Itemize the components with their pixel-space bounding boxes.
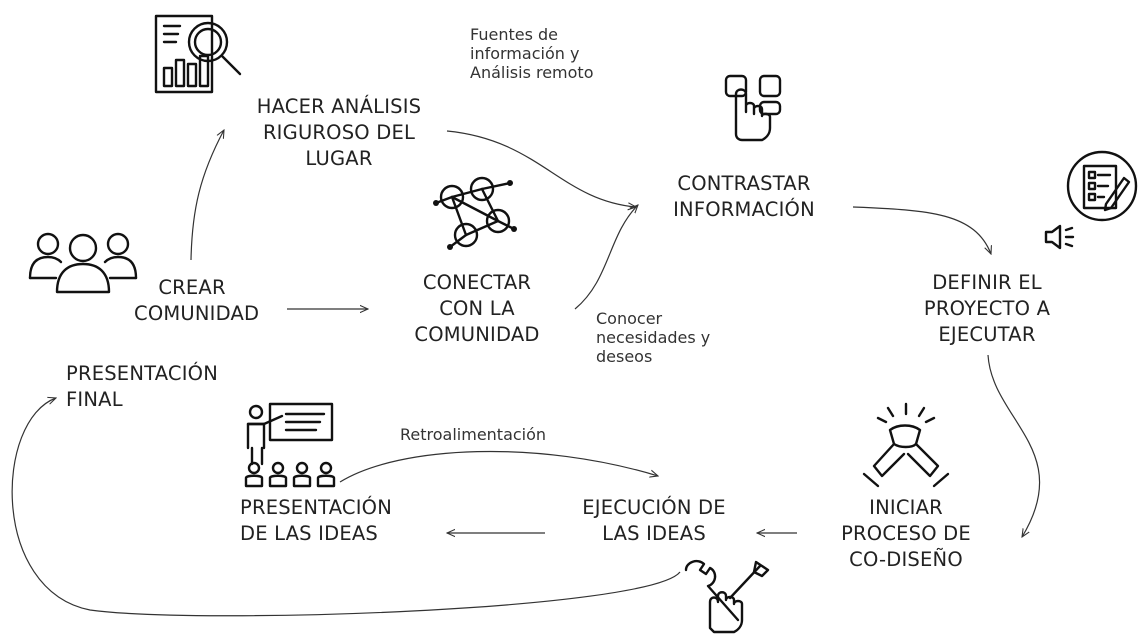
arrow-analisis-to-contrastar — [446, 130, 636, 207]
checklist-icon — [1066, 150, 1138, 222]
tools-hand-icon — [684, 559, 770, 634]
presentation-icon — [244, 402, 336, 488]
analysis-report-icon — [154, 14, 242, 94]
arrow-definir-to-codiseno — [987, 354, 1041, 537]
handshake-icon — [862, 402, 950, 488]
arrow-retroalimentacion — [339, 450, 658, 483]
arrow-ejecucion-to-presentacion-final — [11, 398, 681, 617]
community-icon — [28, 232, 138, 294]
arrow-conectar-to-contrastar — [574, 205, 638, 310]
network-people-icon — [433, 176, 517, 250]
note-retroalimentacion: Retroalimentación — [400, 425, 547, 444]
touch-hand-icon — [724, 74, 782, 142]
arrow-crear-to-analisis — [190, 130, 224, 261]
speaker-icon — [1044, 224, 1075, 250]
arrow-contrastar-to-definir — [852, 206, 991, 254]
